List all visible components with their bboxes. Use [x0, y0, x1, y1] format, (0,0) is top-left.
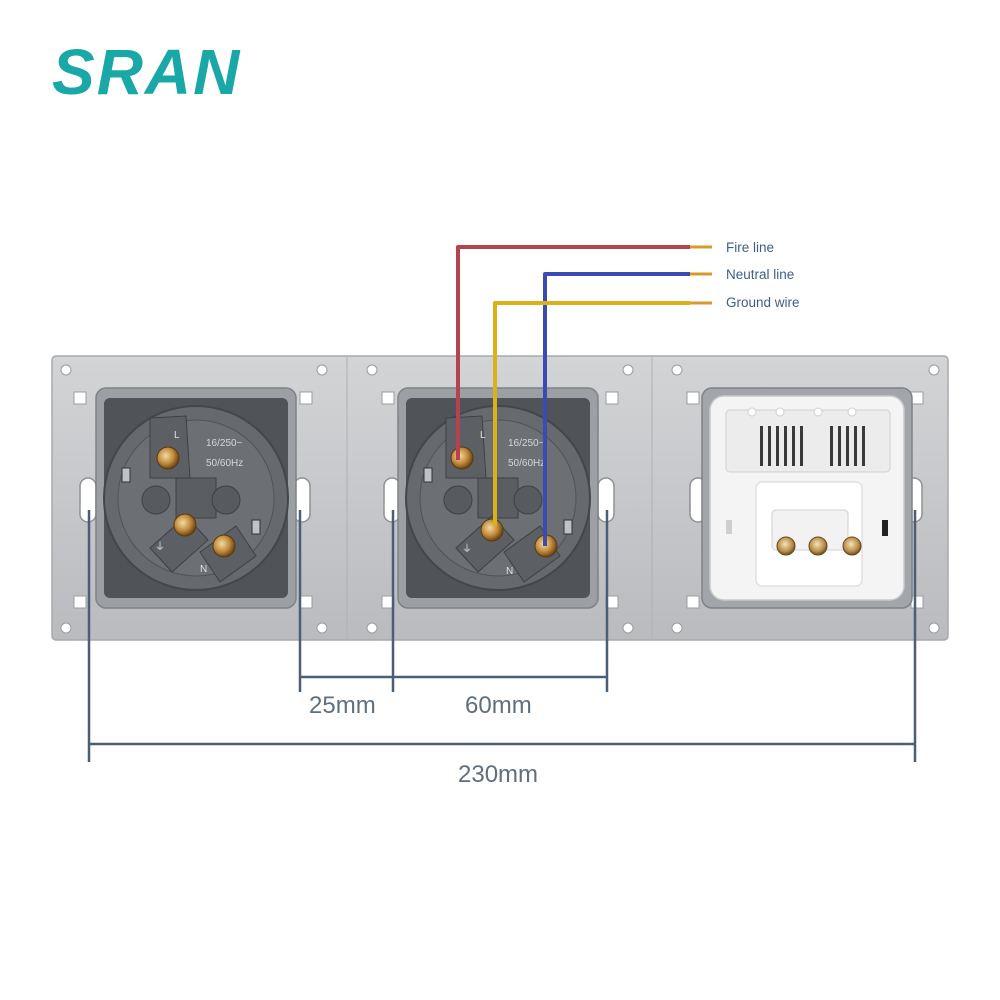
schuko-socket-module-1: L ⏚ N 16/250~ 50/60Hz — [95, 387, 297, 609]
sran-logo-text: SRAN — [52, 40, 241, 102]
wires — [456, 245, 712, 546]
ground-symbol-icon: ⏚ — [155, 541, 165, 553]
usb-module — [701, 387, 913, 609]
terminal-l-1: L — [149, 415, 191, 479]
fire-line-label: Fire line — [726, 240, 775, 255]
ground-wire-label: Ground wire — [726, 295, 800, 310]
terminal-l-label: L — [174, 430, 180, 441]
fire-line-wire — [456, 245, 690, 460]
dimension-230mm: 230mm — [458, 761, 539, 788]
socket-frequency: 50/60Hz — [206, 458, 243, 469]
terminal-ground-2: ⏚ — [455, 515, 515, 573]
terminal-n-1: N — [199, 525, 257, 583]
terminal-l-2: L — [445, 415, 487, 479]
terminal-n-label: N — [200, 564, 207, 575]
neutral-line-label: Neutral line — [726, 267, 795, 282]
terminal-l-label: L — [480, 430, 486, 441]
sran-logo: SRAN — [52, 40, 241, 102]
dimension-60mm: 60mm — [465, 692, 532, 719]
dimension-lines — [87, 510, 917, 762]
schuko-socket-module-2: L ⏚ N 16/250~ 50/60Hz — [397, 387, 599, 609]
socket-frequency: 50/60Hz — [508, 458, 545, 469]
dimension-25mm: 25mm — [309, 692, 376, 719]
socket-rating: 16/250~ — [206, 438, 243, 449]
terminal-ground-1: ⏚ — [149, 513, 209, 573]
ground-symbol-icon: ⏚ — [462, 543, 472, 555]
socket-rating: 16/250~ — [508, 438, 545, 449]
neutral-line-wire — [543, 272, 690, 546]
terminal-n-label: N — [506, 566, 513, 577]
ground-wire — [493, 301, 690, 526]
